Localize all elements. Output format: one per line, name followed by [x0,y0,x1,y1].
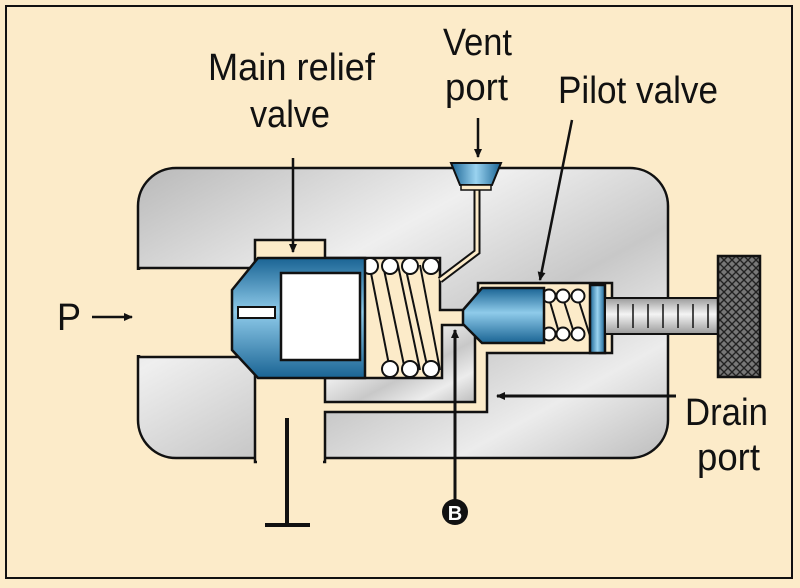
spring-plate [588,283,607,355]
main-relief-label-2: valve [250,94,330,136]
drain-label-2: port [697,437,760,479]
pilot-poppet [461,286,546,345]
b-label: B [448,503,462,525]
drain-label-1: Drain [685,392,768,434]
vent-label-2: port [445,67,508,109]
main-relief-label-1: Main relief [208,47,375,89]
tank-symbol [265,418,310,527]
vent-port-cup [449,162,503,186]
adjusting-knob[interactable] [716,254,762,379]
b-marker [442,499,468,525]
vent-label-1: Vent [443,22,512,64]
screw-threads [617,304,709,328]
pilot-arrow [537,119,574,281]
pilot-valve-label: Pilot valve [558,70,718,112]
p-label: P [57,297,81,339]
frame [5,5,793,579]
pilot-spring [541,288,591,342]
spool-orifice [237,306,276,319]
tank-opening [257,450,323,464]
inlet-opening [132,270,142,355]
main-spring [361,257,441,378]
spool-window [279,271,362,362]
